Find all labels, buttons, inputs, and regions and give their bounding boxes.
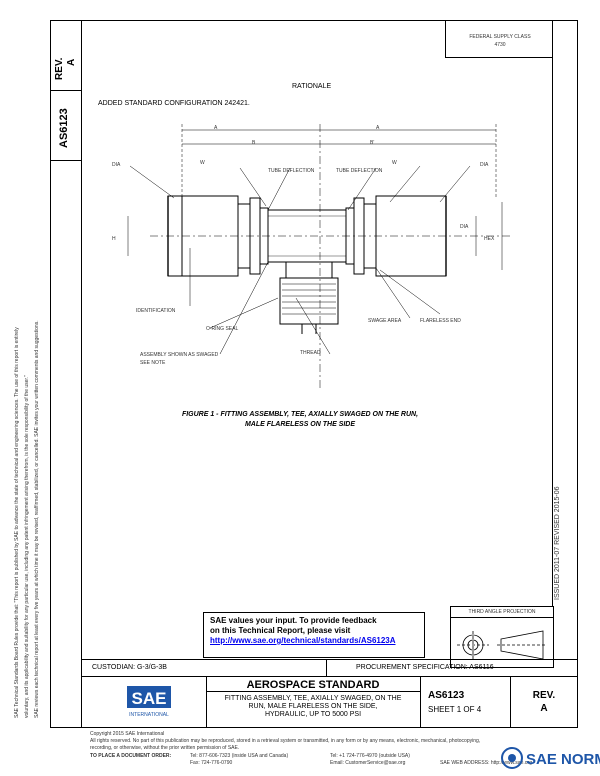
label-see-note: SEE NOTE xyxy=(140,360,166,366)
watermark-text: SAE NORM xyxy=(526,751,600,768)
rationale-title: RATIONALE xyxy=(292,83,332,90)
feedback-line-1: SAE values your input. To provide feedba… xyxy=(210,616,377,625)
issue-date-stamp: ISSUED 2011-07 REVISED 2015-06 xyxy=(554,486,561,601)
title-rev-label: REV. xyxy=(532,690,556,701)
disclaimer-line-1: SAE Technical Standards Board Rules prov… xyxy=(14,327,20,718)
title-divider-2 xyxy=(420,677,421,728)
feedback-box: SAE values your input. To provide feedba… xyxy=(203,612,425,658)
logo-text: SAE xyxy=(132,689,167,708)
side-divider-2 xyxy=(50,160,82,161)
fsc-code: 4730 xyxy=(494,42,506,48)
custodian-divider xyxy=(326,659,327,677)
sae-logo: SAE INTERNATIONAL xyxy=(127,686,171,718)
fsc-box xyxy=(445,20,552,58)
figure-caption-1: FIGURE 1 - FITTING ASSEMBLY, TEE, AXIALL… xyxy=(181,411,419,418)
fsc-label: FEDERAL SUPPLY CLASS xyxy=(469,34,531,40)
order-tel: Tel: 877-606-7323 (inside USA and Canada… xyxy=(190,753,289,759)
label-swage-area: SWAGE AREA xyxy=(368,318,402,324)
right-rule xyxy=(552,20,553,606)
order-fax: Fax: 724-776-0790 xyxy=(190,760,233,766)
sae-norm-watermark: SAE NORM xyxy=(501,747,600,769)
standard-description: FITTING ASSEMBLY, TEE, AXIALLY SWAGED, O… xyxy=(206,695,420,719)
dim-b-left: B xyxy=(252,140,256,146)
order-email: Email: CustomerService@sae.org xyxy=(330,760,406,766)
logo-sub: INTERNATIONAL xyxy=(129,712,169,718)
tube-deflection-right: TUBE DEFLECTION xyxy=(336,168,383,174)
side-rev-value: A xyxy=(66,58,77,66)
label-hex: HEX xyxy=(484,236,495,242)
title-divider-3 xyxy=(510,677,511,728)
standard-title: AEROSPACE STANDARD xyxy=(246,679,380,691)
rationale-text: ADDED STANDARD CONFIGURATION 242421. xyxy=(98,100,250,107)
side-rev-label: REV. xyxy=(54,57,65,80)
tube-deflection-left: TUBE DEFLECTION xyxy=(268,168,315,174)
order-tel-2: Tel: +1 724-776-4970 (outside USA) xyxy=(330,753,410,759)
side-column xyxy=(50,20,82,728)
title-divider-1 xyxy=(206,677,207,728)
label-dia-left: DIA xyxy=(112,162,121,168)
dim-h-left: H xyxy=(112,236,116,242)
side-divider-1 xyxy=(50,90,82,91)
rights-line-1: All rights reserved. No part of this pub… xyxy=(90,738,481,744)
projection-box: THIRD ANGLE PROJECTION xyxy=(450,606,554,668)
desc-line-1: FITTING ASSEMBLY, TEE, AXIALLY SWAGED, O… xyxy=(224,695,402,702)
projection-label: THIRD ANGLE PROJECTION xyxy=(451,609,553,618)
label-thread: THREAD xyxy=(300,350,321,356)
sheet-number: SHEET 1 OF 4 xyxy=(428,705,482,714)
fitting-drawing xyxy=(127,124,510,388)
copyright: Copyright 2015 SAE International xyxy=(90,731,165,737)
rights-line-2: recording, or otherwise, without the pri… xyxy=(90,745,240,751)
desc-line-3: HYDRAULIC, UP TO 5000 PSI xyxy=(264,711,362,718)
order-label: TO PLACE A DOCUMENT ORDER: xyxy=(90,753,172,759)
web-address[interactable]: SAE WEB ADDRESS: http://www.sae.org xyxy=(440,760,532,766)
dim-b-right: B' xyxy=(370,140,375,146)
label-o-ring-seal: O-RING SEAL xyxy=(206,326,239,332)
dim-w-right: W xyxy=(392,160,397,166)
label-identification: IDENTIFICATION xyxy=(136,308,176,314)
title-rule xyxy=(206,691,420,692)
feedback-line-2: on this Technical Report, please visit xyxy=(210,626,351,635)
custodian: CUSTODIAN: G-3/G-3B xyxy=(92,664,167,671)
custodian-rule-bottom xyxy=(82,676,578,677)
custodian-rule-top xyxy=(82,659,578,660)
side-doc-number: AS6123 xyxy=(58,108,70,148)
label-dia-right-2: DIA xyxy=(460,224,469,230)
procurement-spec: PROCUREMENT SPECIFICATION: AS6116 xyxy=(356,664,494,671)
label-assembly-swaged: ASSEMBLY SHOWN AS SWAGED xyxy=(140,352,219,358)
feedback-link[interactable]: http://www.sae.org/technical/standards/A… xyxy=(210,636,396,645)
label-dia-right: DIA xyxy=(480,162,489,168)
title-doc-number: AS6123 xyxy=(428,690,465,701)
dim-w-left: W xyxy=(200,160,205,166)
dim-a-right: A xyxy=(376,125,380,131)
figure-caption-2: MALE FLARELESS ON THE SIDE xyxy=(244,421,356,428)
label-flareless-end: FLARELESS END xyxy=(420,318,461,324)
desc-line-2: RUN, MALE FLARELESS ON THE SIDE, xyxy=(248,703,378,710)
disclaimer-line-3: SAE reviews each technical report at lea… xyxy=(34,320,40,718)
title-rev-value: A xyxy=(540,703,548,714)
dim-a-left: A xyxy=(214,125,218,131)
sheet-frame xyxy=(50,20,578,728)
